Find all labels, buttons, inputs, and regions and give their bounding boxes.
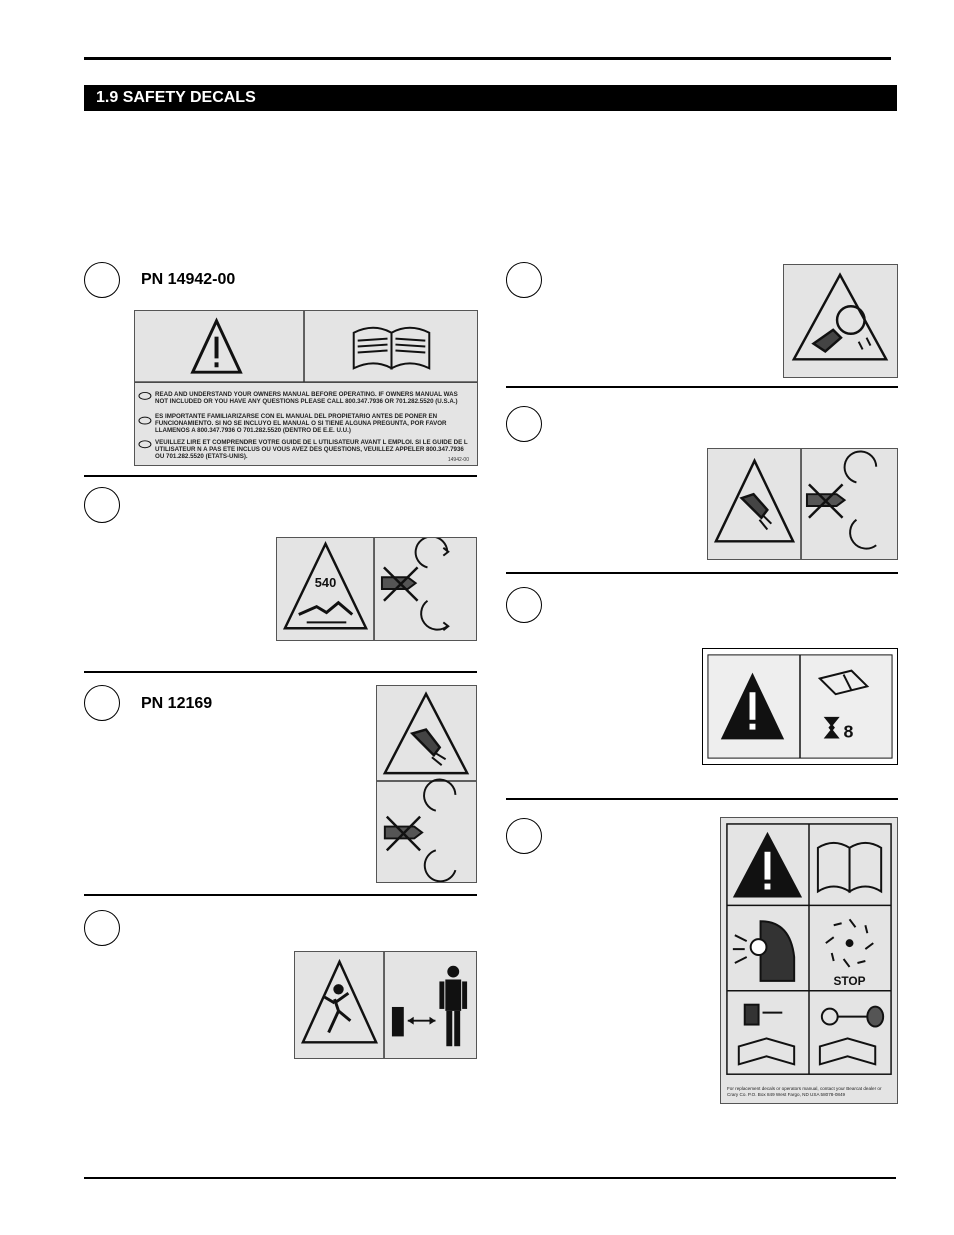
hand-cut-warning-icon [382, 691, 470, 775]
callout-circle-6 [506, 406, 542, 442]
no-hand-rotating-icon [383, 778, 457, 882]
callout-circle-1 [84, 262, 120, 298]
hand-cut-warning-icon [713, 457, 796, 543]
divider [84, 671, 477, 673]
manual-book-icon [816, 841, 883, 894]
callout-circle-8 [506, 818, 542, 854]
decal-cutting-hand-graphic [713, 449, 878, 559]
decal-keep-distance [294, 951, 477, 1059]
top-rule [84, 57, 891, 60]
part-number-3: PN 12169 [141, 695, 213, 712]
divider [506, 572, 898, 574]
decal-hand-cut [376, 685, 477, 883]
divider [84, 894, 477, 896]
callout-circle-7 [506, 587, 542, 623]
divider [84, 475, 477, 477]
decal-read-manual: READ AND UNDERSTAND YOUR OWNERS MANUAL B… [134, 310, 478, 466]
thrown-object-warning-icon [300, 958, 379, 1044]
svg-text:8: 8 [844, 722, 854, 742]
manual-hour-icon: 8 [817, 669, 870, 742]
decal-multi-panel: STOP For replacement decals or operators… [720, 817, 898, 1104]
decal-keep-distance-graphic [300, 952, 468, 1058]
decal-text-english: READ AND UNDERSTAND YOUR OWNERS MANUAL B… [155, 391, 458, 406]
callout-circle-2 [84, 487, 120, 523]
safe-distance-person-icon [391, 965, 468, 1047]
bottom-rule [84, 1177, 896, 1179]
decal-cutting-hand [707, 448, 898, 560]
decal-text-french: VEUILLEZ LIRE ET COMPRENDRE VOTRE GUIDE … [155, 439, 468, 461]
decal-pto-graphic: 540 [282, 538, 450, 640]
callout-circle-5 [506, 262, 542, 298]
decal-roller-graphic [791, 272, 889, 361]
pto-speed-label: 540 [315, 575, 336, 590]
decal-multi-panel-graphic: STOP [726, 823, 892, 1075]
no-hand-rotating-icon [380, 538, 450, 631]
manual-book-icon [352, 326, 431, 370]
roller-entanglement-warning-icon [791, 272, 889, 361]
warning-triangle-icon [190, 317, 243, 374]
callout-circle-3 [84, 685, 120, 721]
decal-part-mark: 14942-00 [447, 457, 469, 463]
warning-triangle-solid-icon [720, 672, 785, 740]
decal-roller-entanglement [783, 264, 898, 378]
pto-warning-triangle-icon [282, 541, 369, 630]
rotating-blades-icon [825, 918, 874, 968]
hitch-manual-icon [737, 1003, 796, 1066]
decal-pto-entanglement: 540 [276, 537, 477, 641]
decal-warning-manual: 8 [702, 648, 898, 765]
section-heading: 1.9 SAFETY DECALS [84, 85, 897, 111]
warning-triangle-solid-icon [732, 831, 803, 898]
decal-text-spanish: ES IMPORTANTE FAMILIARIZARSE CON EL MANU… [155, 413, 447, 435]
divider [506, 386, 898, 388]
decal-read-manual-graphic [135, 311, 477, 449]
decal-hand-cut-graphic [377, 691, 476, 882]
no-hand-rotating-icon [805, 450, 878, 550]
decal-footnote: For replacement decals or operators manu… [727, 1086, 882, 1097]
decal-warning-manual-graphic: 8 [707, 654, 893, 759]
stop-label: STOP [834, 974, 866, 988]
eye-protection-icon [732, 920, 796, 982]
part-number-1: PN 14942-00 [141, 271, 236, 288]
callout-circle-4 [84, 910, 120, 946]
divider [506, 798, 898, 800]
remove-key-manual-icon [818, 1005, 885, 1066]
